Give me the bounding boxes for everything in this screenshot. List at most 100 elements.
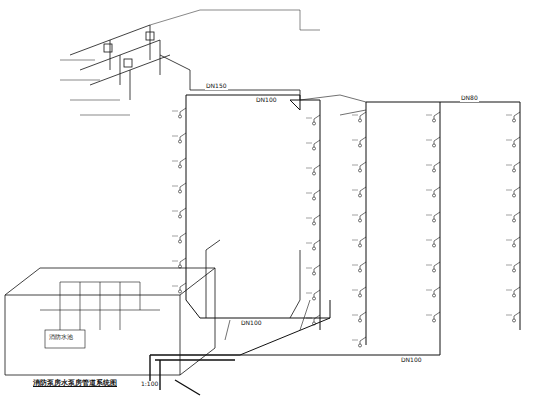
sprinkler-head	[314, 215, 320, 222]
leader-line	[506, 240, 512, 241]
sprinkler-head	[513, 244, 516, 247]
sprinkler-head	[514, 262, 520, 269]
sprinkler-head	[180, 108, 186, 115]
sprinkler-head	[514, 237, 520, 244]
leader-line	[306, 243, 312, 244]
sprinkler-head	[513, 219, 516, 222]
sprinkler-head	[313, 197, 316, 200]
leader-line	[352, 190, 358, 191]
sprinkler-head	[179, 115, 182, 118]
leader-line	[426, 140, 432, 141]
sprinkler-head	[514, 287, 520, 294]
sprinkler-head	[359, 244, 362, 247]
sprinkler-head	[179, 215, 182, 218]
sprinkler-head	[513, 144, 516, 147]
pipe-size: DN80	[460, 95, 479, 102]
leader-line	[306, 293, 312, 294]
sprinkler-head	[433, 194, 436, 197]
sprinkler-head	[513, 319, 516, 322]
leader-line	[306, 143, 312, 144]
sprinkler-head	[359, 194, 362, 197]
leader-line	[352, 240, 358, 241]
sprinkler-head	[434, 212, 440, 219]
leader-line	[506, 165, 512, 166]
sprinkler-head	[180, 133, 186, 140]
pipe-size: DN100	[240, 320, 263, 327]
sprinkler-head	[359, 119, 362, 122]
leader-line	[506, 190, 512, 191]
sprinkler-head	[360, 137, 366, 144]
sprinkler-head	[434, 162, 440, 169]
sprinkler-head	[513, 169, 516, 172]
sprinkler-head	[433, 244, 436, 247]
sprinkler-head	[433, 294, 436, 297]
sprinkler-head	[434, 312, 440, 319]
sprinkler-head	[313, 297, 316, 300]
leader-line	[352, 265, 358, 266]
sprinkler-head	[513, 269, 516, 272]
leader-line	[172, 261, 178, 262]
sprinkler-head	[314, 290, 320, 297]
sprinkler-head	[314, 190, 320, 197]
leader-line	[352, 140, 358, 141]
leader-line	[172, 136, 178, 137]
sprinkler-head	[313, 172, 316, 175]
sprinkler-head	[180, 183, 186, 190]
leader-line	[172, 211, 178, 212]
sprinkler-head	[433, 169, 436, 172]
leader-line	[172, 186, 178, 187]
sprinkler-head	[179, 290, 182, 293]
leader-line	[172, 236, 178, 237]
leader-line	[306, 168, 312, 169]
sprinkler-head	[360, 187, 366, 194]
sprinkler-head	[314, 315, 320, 322]
sprinkler-head	[360, 162, 366, 169]
leader-line	[172, 111, 178, 112]
sprinkler-head	[179, 140, 182, 143]
sprinkler-head	[313, 272, 316, 275]
sprinkler-head	[314, 115, 320, 122]
sprinkler-head	[180, 233, 186, 240]
sprinkler-head	[433, 144, 436, 147]
sprinkler-head	[179, 165, 182, 168]
sprinkler-head	[360, 337, 366, 344]
leader-line	[352, 115, 358, 116]
leader-line	[426, 165, 432, 166]
sprinkler-head	[514, 187, 520, 194]
leader-line	[306, 268, 312, 269]
sprinkler-head	[313, 247, 316, 250]
sprinkler-head	[314, 240, 320, 247]
sprinkler-head	[179, 265, 182, 268]
sprinkler-head	[433, 119, 436, 122]
sprinkler-head	[180, 258, 186, 265]
sprinkler-head	[360, 112, 366, 119]
sprinkler-head	[180, 283, 186, 290]
sprinkler-head	[433, 269, 436, 272]
sprinkler-head	[433, 319, 436, 322]
tank-label: 消防水池	[48, 334, 74, 341]
drawing-title: 消防泵房水泵房管道系统图	[32, 380, 118, 388]
sprinkler-head	[360, 312, 366, 319]
leader-line	[426, 240, 432, 241]
leader-line	[506, 290, 512, 291]
sprinkler-head	[359, 319, 362, 322]
sprinkler-head	[359, 294, 362, 297]
sprinkler-head	[313, 147, 316, 150]
sprinkler-head	[360, 262, 366, 269]
sprinkler-head	[180, 208, 186, 215]
leader-line	[506, 215, 512, 216]
leader-line	[306, 118, 312, 119]
leader-line	[172, 161, 178, 162]
leader-line	[426, 265, 432, 266]
leader-line	[426, 215, 432, 216]
sprinkler-head	[513, 119, 516, 122]
sprinkler-head	[434, 137, 440, 144]
leader-line	[352, 290, 358, 291]
leader-line	[426, 290, 432, 291]
sprinkler-head	[434, 262, 440, 269]
leader-line	[506, 140, 512, 141]
sprinkler-head	[359, 219, 362, 222]
leader-line	[352, 215, 358, 216]
sprinkler-head	[514, 212, 520, 219]
